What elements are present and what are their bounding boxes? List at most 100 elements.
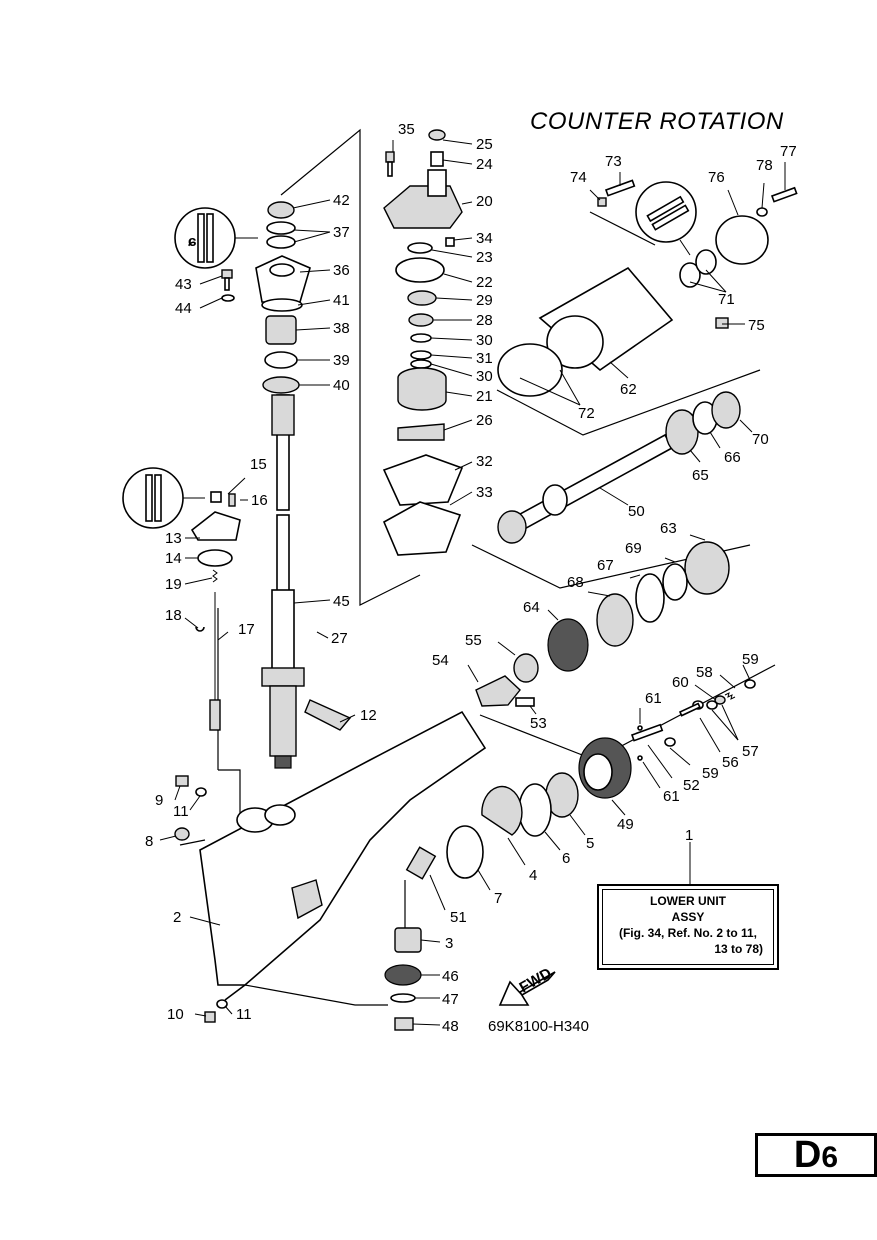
page-id-letter: D [793,1134,822,1176]
callout-11a: 11 [173,803,189,820]
callout-4: 4 [529,867,537,884]
callout-63: 63 [660,520,677,537]
callout-71: 71 [718,291,735,308]
callout-68: 68 [567,574,584,591]
callout-6: 6 [562,850,570,867]
callout-56: 56 [722,754,739,771]
detail-circle-right [635,181,697,256]
callout-65: 65 [692,467,709,484]
callout-30a: 30 [476,332,493,349]
callout-69: 69 [625,540,642,557]
callout-8: 8 [145,833,153,850]
assy-line-2: ASSY [671,910,705,924]
shift-rod-assembly [190,491,241,731]
drawing-code: 69K8100-H340 [488,1018,589,1035]
drive-shaft [261,394,305,769]
callout-labels: 35 25 24 20 34 23 22 29 28 30 3 1 30 21 2… [145,121,797,1035]
callout-55: 55 [465,632,482,649]
callout-41: 41 [333,292,350,309]
assy-line-1: LOWER UNIT [650,894,726,908]
callout-26: 26 [476,412,493,429]
callout-20: 20 [476,193,493,210]
callout-45: 45 [333,593,350,610]
callout-39: 39 [333,352,350,369]
callout-43: 43 [175,276,192,293]
detail-circle-mid [122,467,205,529]
callout-34: 34 [476,230,493,247]
fwd-arrow: FWD [498,965,556,1006]
reverse-gear-group [578,679,756,799]
callout-54: 54 [432,652,449,669]
callout-78: 78 [756,157,773,174]
callout-73: 73 [605,153,622,170]
callout-48: 48 [442,1018,459,1035]
callout-12: 12 [360,707,377,724]
callout-23: 23 [476,249,493,266]
callout-16: 16 [251,492,268,509]
callout-60: 60 [672,674,689,691]
callout-11b: 11 [236,1006,252,1023]
callout-18: 18 [165,607,182,624]
callout-10: 10 [167,1006,184,1023]
callout-50: 50 [628,503,645,520]
callout-35: 35 [398,121,415,138]
callout-42: 42 [333,192,350,209]
callout-29: 29 [476,292,493,309]
diagram-title: COUNTER ROTATION [530,108,784,135]
callout-25: 25 [476,136,493,153]
callout-17: 17 [238,621,255,638]
page-id-number: 6 [821,1141,839,1174]
water-pump-stack [382,129,464,556]
callout-62: 62 [620,381,637,398]
clutch-and-pinion-group [384,772,579,1031]
propeller-shaft [497,391,741,544]
assy-line-4: 13 to 78) [714,942,763,956]
callout-19: 19 [165,576,182,593]
callout-36: 36 [333,262,350,279]
callout-15: 15 [250,456,267,473]
callout-64: 64 [523,599,540,616]
callout-3: 3 [445,935,453,952]
callout-53: 53 [530,715,547,732]
callout-59b: 59 [702,765,719,782]
assy-line-3: (Fig. 34, Ref. No. 2 to 11, [618,926,758,940]
callout-7: 7 [494,890,502,907]
callout-46: 46 [442,968,459,985]
callout-37: 37 [333,224,350,241]
callout-30b: 30 [476,368,493,385]
callout-13: 13 [165,530,182,547]
callout-47: 47 [442,991,459,1008]
gear-housing-assembly [497,179,798,397]
callout-61b: 61 [663,788,680,805]
callout-74: 74 [570,169,587,186]
callout-66: 66 [724,449,741,466]
callout-9: 9 [155,792,163,809]
bolt-43 [221,269,235,302]
fwd-label: FWD [517,965,555,997]
assembly-info-box: LOWER UNIT ASSY (Fig. 34, Ref. No. 2 to … [597,884,779,970]
callout-24: 24 [476,156,493,173]
callout-67: 67 [597,557,614,574]
callout-leader-lines [159,139,786,1026]
callout-44: 44 [175,300,192,317]
callout-58: 58 [696,664,713,681]
callout-52: 52 [683,777,700,794]
callout-61a: 61 [645,690,662,707]
callout-1: 1 [685,827,693,844]
lower-unit-housing [174,699,487,1023]
page-id-box: D6 [755,1133,877,1177]
callout-5: 5 [586,835,594,852]
callout-28: 28 [476,312,493,329]
callout-21: 21 [476,388,493,405]
callout-22: 22 [476,274,493,291]
callout-75: 75 [748,317,765,334]
callout-76: 76 [708,169,725,186]
callout-51: 51 [450,909,467,926]
drive-shaft-bearing-stack [255,201,311,394]
callout-32: 32 [476,453,493,470]
callout-40: 40 [333,377,350,394]
callout-77: 77 [780,143,797,160]
callout-57: 57 [742,743,759,760]
callout-33: 33 [476,484,493,501]
